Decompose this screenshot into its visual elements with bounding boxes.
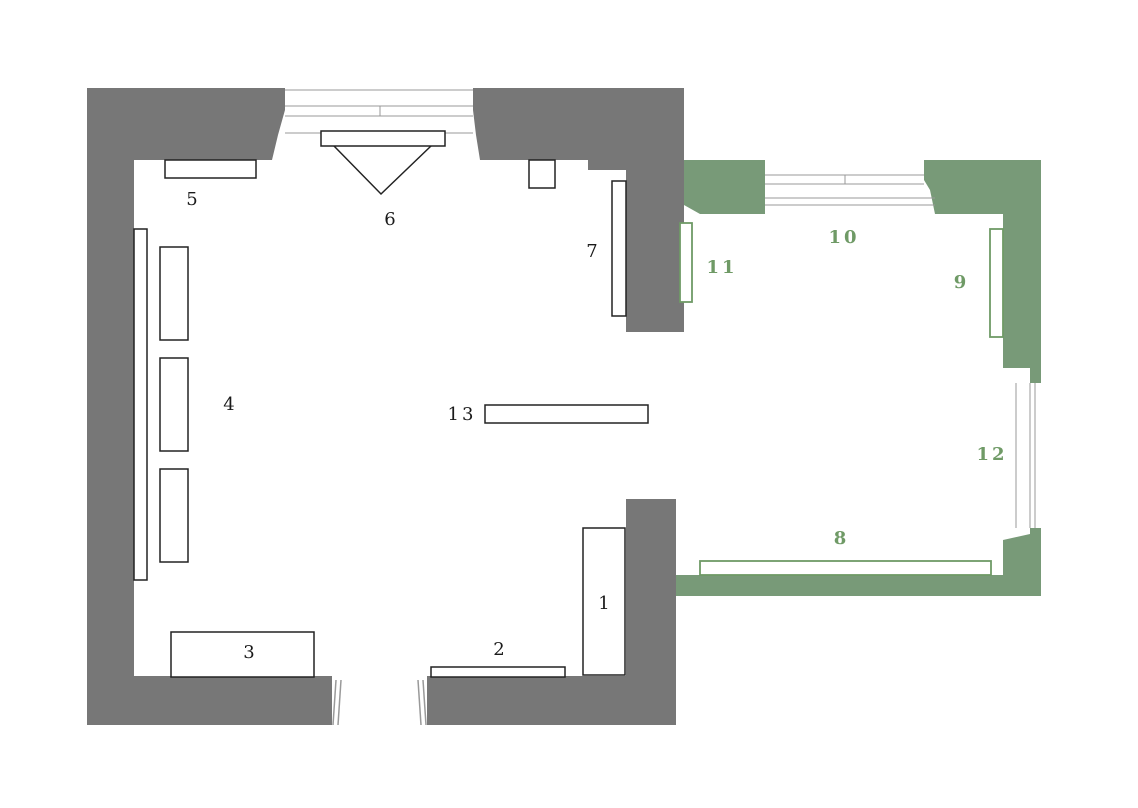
- entry-door: [332, 679, 427, 726]
- label-12: 12: [976, 444, 1007, 465]
- annex-top-window: [765, 174, 935, 206]
- furniture-7-shelf: [611, 180, 627, 317]
- wall-top-left: [87, 88, 285, 160]
- label-8: 8: [834, 528, 847, 549]
- annex-wall-top-left: [684, 160, 765, 214]
- annex-wall-top-right: [924, 160, 1041, 214]
- wall-left: [87, 88, 134, 725]
- label-2: 2: [493, 639, 504, 660]
- wall-bottom-left: [87, 676, 332, 725]
- label-7: 7: [586, 241, 597, 262]
- furniture-small-box: [528, 159, 556, 189]
- furniture-6-triangle: [333, 145, 432, 196]
- label-3: 3: [243, 642, 254, 663]
- annex-furniture: [679, 222, 1004, 576]
- furniture-4-bench: [133, 228, 148, 581]
- furniture-4-box-c: [159, 468, 189, 563]
- furniture-3-chest: [170, 631, 315, 678]
- label-10: 10: [828, 227, 859, 248]
- label-9: 9: [954, 272, 967, 293]
- annex-right-window: [1015, 383, 1036, 528]
- wall-bottom-right: [427, 676, 676, 725]
- furniture-8-bench: [699, 560, 992, 576]
- furniture-9-shelf: [989, 228, 1004, 338]
- furniture-13-table: [484, 404, 649, 424]
- top-window: [285, 89, 473, 134]
- labels: 1 2 3 4 5 6 7 13 8 9 10 11 12: [186, 189, 1007, 663]
- furniture-2-shelf: [430, 666, 566, 678]
- wall-right-upper: [626, 160, 684, 332]
- label-11: 11: [706, 257, 737, 278]
- annex-wall-right-upper: [1003, 214, 1041, 383]
- main-room-walls: [87, 88, 684, 725]
- wall-top-right: [473, 88, 684, 170]
- annex-wall-bottom: [676, 575, 1041, 596]
- label-1: 1: [598, 593, 609, 614]
- label-4: 4: [223, 394, 234, 415]
- furniture-6-top: [320, 130, 446, 147]
- label-5: 5: [186, 189, 197, 210]
- furniture-11-shelf: [679, 222, 693, 303]
- label-13: 13: [448, 404, 477, 425]
- annex-walls: [676, 160, 1041, 596]
- label-6: 6: [384, 209, 395, 230]
- main-furniture: [133, 130, 649, 678]
- furniture-1-cabinet: [582, 527, 626, 676]
- furniture-5-shelf: [164, 159, 257, 179]
- furniture-4-box-b: [159, 357, 189, 452]
- furniture-4-box-a: [159, 246, 189, 341]
